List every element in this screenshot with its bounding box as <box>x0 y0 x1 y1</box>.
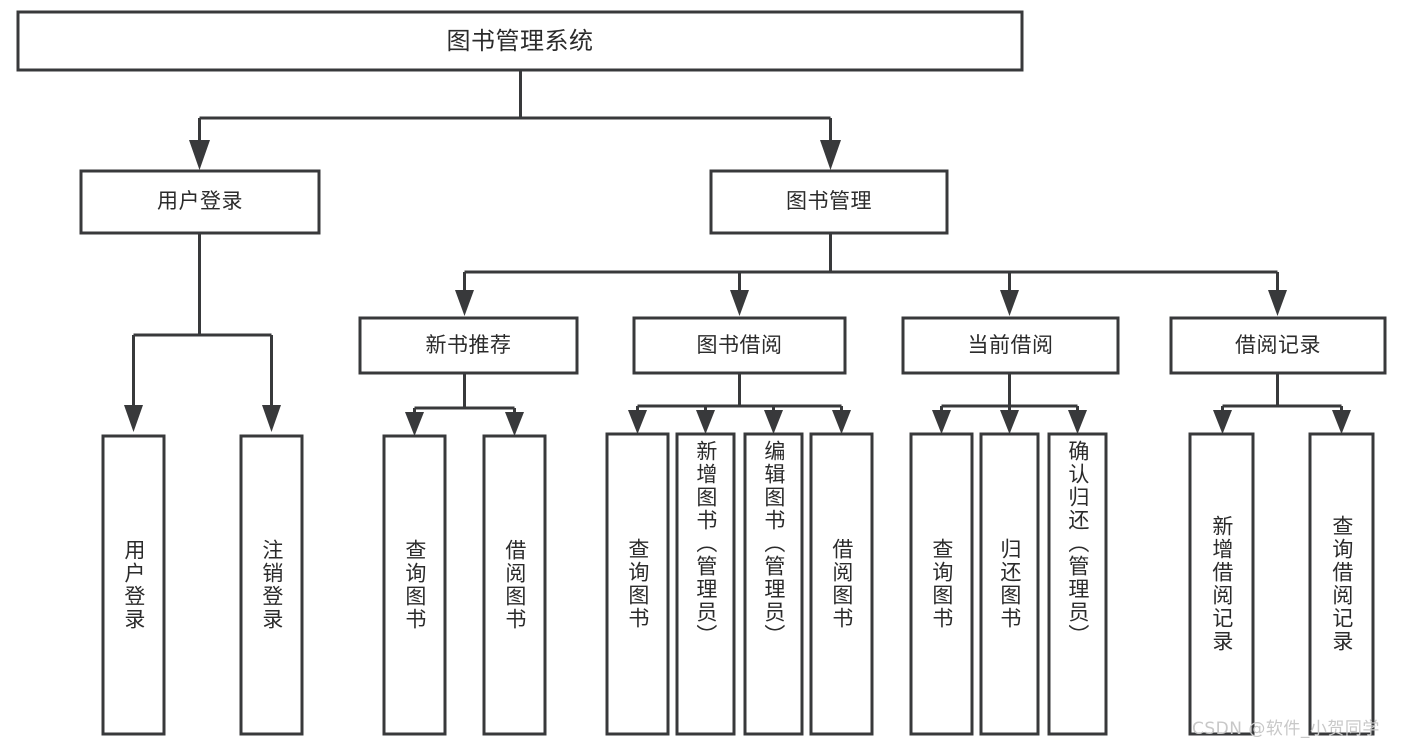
connector-newbook-to-leaves <box>405 373 524 436</box>
node-user-login-box[interactable] <box>79 169 321 235</box>
node-current-borrow-box[interactable] <box>901 316 1120 375</box>
leaf-confirm-return-box[interactable] <box>1047 432 1108 736</box>
leaf-query-book-3-box[interactable] <box>909 432 974 736</box>
leaf-borrow-book-2-box[interactable] <box>809 432 874 736</box>
leaf-query-book-1-box[interactable] <box>382 434 447 736</box>
leaf-logout-box[interactable] <box>239 434 304 736</box>
connector-bookmgmt-to-level2 <box>455 233 1287 316</box>
connector-root-to-level1 <box>189 70 841 170</box>
leaf-add-record-box[interactable] <box>1188 432 1255 736</box>
leaf-edit-book-box[interactable] <box>743 432 804 736</box>
node-borrow-record-box[interactable] <box>1169 316 1387 375</box>
leaf-user-login-box[interactable] <box>101 434 166 736</box>
connector-currentborrow-to-leaves <box>932 373 1087 434</box>
leaf-query-record-box[interactable] <box>1308 432 1375 736</box>
connector-userlogin-to-leaves <box>124 233 281 432</box>
node-book-borrow-box[interactable] <box>632 316 847 375</box>
leaf-query-book-2-box[interactable] <box>605 432 670 736</box>
node-root-box[interactable] <box>16 10 1024 72</box>
leaf-add-book-box[interactable] <box>675 432 736 736</box>
connector-bookborrow-to-leaves <box>628 373 851 434</box>
leaf-return-book-box[interactable] <box>979 432 1040 736</box>
node-new-book-recommend-box[interactable] <box>358 316 579 375</box>
node-book-management-box[interactable] <box>709 169 949 235</box>
leaf-borrow-book-1-box[interactable] <box>482 434 547 736</box>
connector-borrowrecord-to-leaves <box>1213 373 1351 434</box>
